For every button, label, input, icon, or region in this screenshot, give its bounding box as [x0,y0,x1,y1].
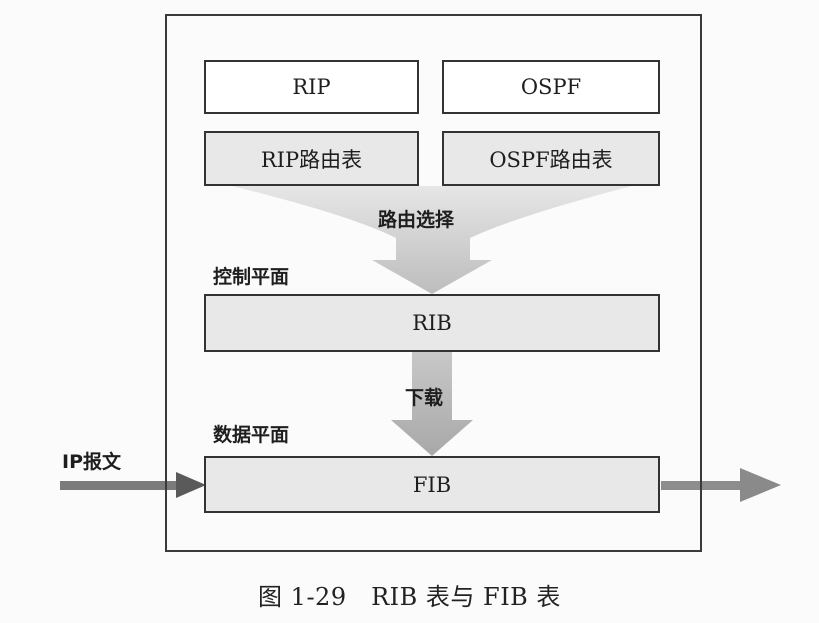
download-label: 下载 [405,387,444,409]
download-arrow [391,352,473,456]
rip-box: RIP [204,60,419,114]
fib-label: FIB [412,472,452,497]
ospf-label: OSPF [520,75,582,99]
route-selection-label: 路由选择 [378,209,455,231]
ip-packet-label: IP报文 [62,451,121,473]
ospf-routing-table-box: OSPF路由表 [442,131,660,186]
rip-routing-table-box: RIP路由表 [204,131,419,186]
figure-caption: 图 1-29 RIB 表与 FIB 表 [258,583,561,611]
rip-routing-table-label: RIP路由表 [260,147,363,172]
control-plane-label: 控制平面 [213,266,290,288]
data-plane-label: 数据平面 [213,424,290,446]
ip-packet-out-arrow [661,468,781,502]
ip-packet-in-arrow [60,472,206,498]
rib-box: RIB [204,294,660,352]
rip-label: RIP [292,75,331,99]
ospf-box: OSPF [442,60,660,114]
ospf-routing-table-label: OSPF路由表 [489,147,613,172]
rib-label: RIB [412,311,452,335]
router-frame [165,14,702,552]
fib-box: FIB [204,456,660,513]
route-selection-arrow [232,186,632,294]
